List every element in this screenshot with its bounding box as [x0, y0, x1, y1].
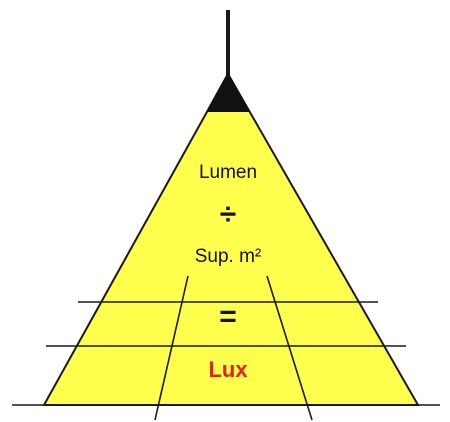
lamp-cap: [206, 72, 250, 112]
numerator-label: Lumen: [199, 162, 257, 183]
light-cone: [44, 74, 418, 405]
divide-symbol: ÷: [220, 198, 236, 231]
equals-symbol: =: [219, 300, 237, 333]
result-label: Lux: [208, 357, 248, 382]
denominator-label: Sup. m²: [195, 246, 262, 267]
